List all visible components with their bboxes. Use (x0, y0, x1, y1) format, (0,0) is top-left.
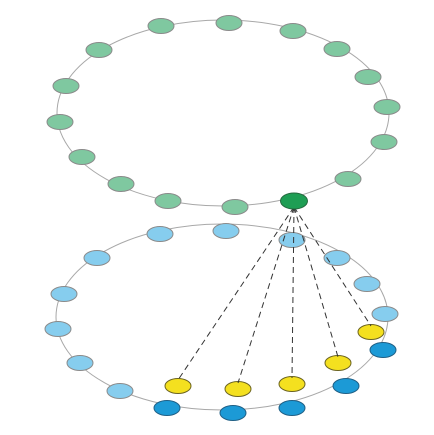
selected-blue-node (153, 400, 181, 416)
top-ring-node (154, 193, 182, 209)
top-ring-node (46, 114, 74, 130)
bottom-ring-node (50, 286, 78, 302)
selected-yellow-node (278, 376, 306, 392)
hub-node (280, 192, 308, 210)
bottom-ring-node (371, 306, 399, 322)
top-ring-node (323, 41, 351, 57)
top-ring (46, 15, 401, 215)
dashed-link (291, 206, 295, 379)
bottom-ring (44, 223, 399, 421)
top-ring-node (373, 99, 401, 115)
bottom-ring-node (66, 355, 94, 371)
top-ring-node (370, 134, 398, 150)
hub-layer (280, 192, 308, 210)
top-ring-node (221, 199, 249, 215)
top-ring-node (68, 149, 96, 165)
bottom-ring-node (146, 226, 174, 242)
top-ring-node (52, 78, 80, 94)
bottom-ring-node (212, 223, 240, 239)
top-ring-node (279, 23, 307, 39)
selected-yellow-node (324, 355, 352, 371)
selected-blue-node (369, 342, 397, 358)
top-ring-node (354, 69, 382, 85)
dashed-link (293, 206, 372, 327)
top-ring-node (107, 176, 135, 192)
selected-blue-node (219, 405, 247, 421)
bottom-ring-node (83, 250, 111, 266)
bottom-ring-node (323, 250, 351, 266)
dashed-link (293, 206, 339, 358)
dashed-links (177, 206, 372, 384)
top-ring-node (147, 18, 175, 34)
top-ring-node (85, 42, 113, 58)
dashed-link (237, 206, 295, 384)
bottom-ring-node (278, 232, 306, 248)
selected-blue-node (332, 378, 360, 394)
selected-blue-node (278, 400, 306, 416)
selected-yellow-node (224, 381, 252, 397)
selected-yellow-node (164, 378, 192, 394)
selected-yellow-node (357, 324, 385, 340)
dashed-link (177, 206, 295, 381)
top-ring-node (215, 15, 243, 31)
bottom-ring-node (353, 276, 381, 292)
bottom-ring-node (106, 383, 134, 399)
bottom-ring-node (44, 321, 72, 337)
top-ring-node (334, 171, 362, 187)
